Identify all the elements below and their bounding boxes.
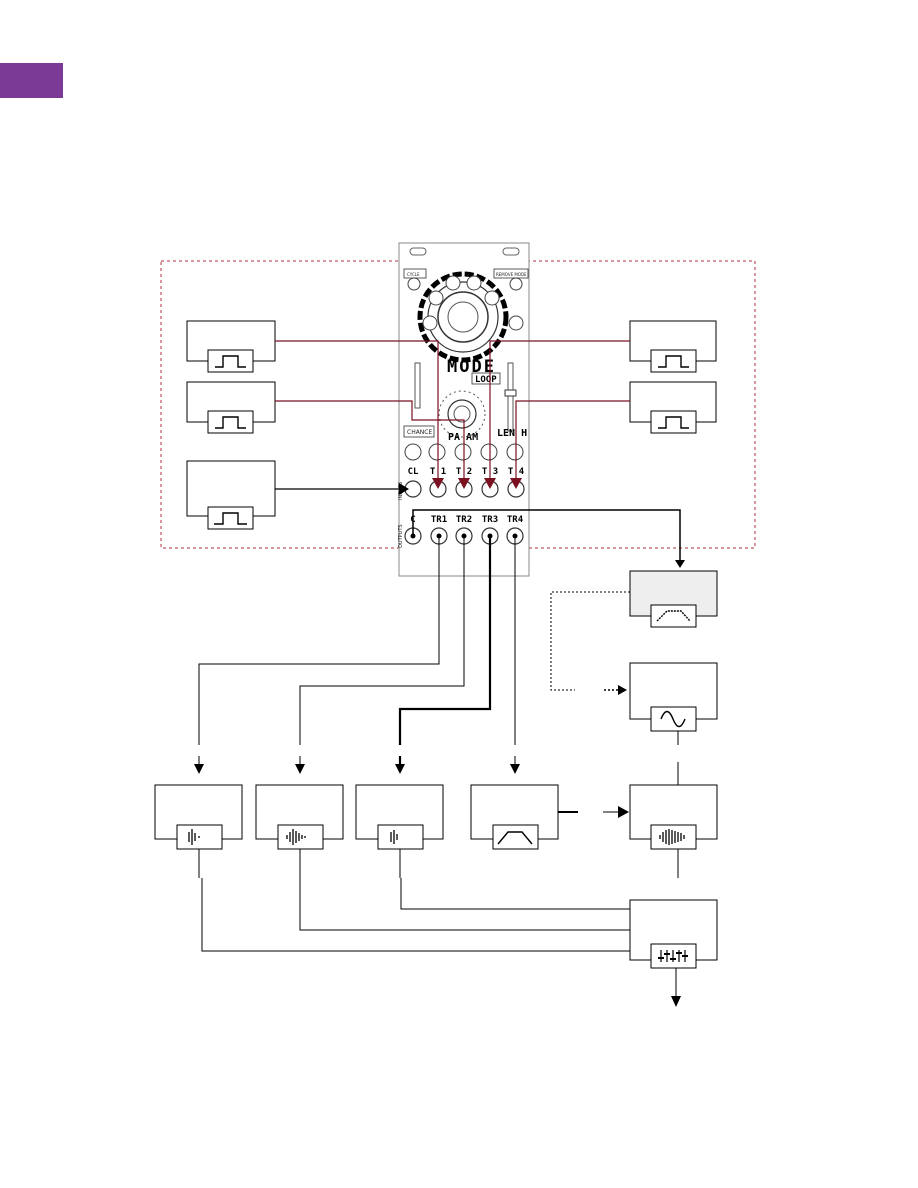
oscillator-module <box>629 662 718 732</box>
clock-source <box>186 460 276 530</box>
drum-module-1 <box>154 784 243 850</box>
output-jack-label: TR3 <box>482 515 498 525</box>
drum-module-3 <box>355 784 444 850</box>
outputs-side-label: OUTPUTS <box>398 524 404 548</box>
mode-knob[interactable] <box>437 291 489 343</box>
square-wave-icon <box>207 349 254 373</box>
trapezoid-envelope-icon <box>650 604 697 628</box>
square-wave-icon <box>207 410 254 434</box>
mode-title: MODE <box>447 357 496 377</box>
square-wave-icon <box>650 410 697 434</box>
output-jack-label: TR4 <box>507 515 524 525</box>
envelope-module <box>629 570 718 628</box>
gate-source-left-1 <box>186 320 276 373</box>
param-label: PA AM <box>448 432 478 443</box>
input-jack-label: CL <box>408 467 419 477</box>
red-input-arrows <box>432 478 522 489</box>
drum-sample-icon <box>176 824 223 850</box>
length-slider-handle[interactable] <box>504 389 517 397</box>
tr2-cable <box>299 536 465 745</box>
square-wave-icon <box>650 349 697 373</box>
gate-source-left-2 <box>186 381 276 434</box>
output-jack-label: TR2 <box>456 515 472 525</box>
filter-module <box>470 784 559 850</box>
lowpass-filter-icon <box>492 824 539 850</box>
length-label: LEN H <box>497 428 527 439</box>
clock-out-cable <box>412 509 681 560</box>
output-jack-label: TR1 <box>431 515 447 525</box>
mixer-module <box>629 899 718 969</box>
remove-mode-label: REMOVE MODE <box>496 272 527 277</box>
chapter-tab <box>0 63 63 98</box>
pulse-icon <box>207 506 254 530</box>
chance-label: CHANCE <box>407 429 432 436</box>
drum-sample-icon <box>377 824 424 850</box>
mode-ring <box>417 271 509 363</box>
vca-module <box>629 784 718 850</box>
drum-sample-icon <box>277 824 324 850</box>
loop-label: LOOP <box>475 375 497 385</box>
waveform-icon <box>650 824 697 850</box>
tr3-cable <box>398 536 492 745</box>
drum-module-2 <box>255 784 344 850</box>
sequencer-module: CYCLE REMOVE MODE MODE LOOP CHANCE PA AM… <box>398 242 530 577</box>
red-patch-cables <box>275 340 630 478</box>
tr1-cable <box>198 536 440 745</box>
param-knob[interactable] <box>447 399 477 429</box>
gate-source-right-1 <box>629 320 717 373</box>
cycle-label: CYCLE <box>407 272 420 277</box>
gate-source-right-2 <box>629 381 717 434</box>
